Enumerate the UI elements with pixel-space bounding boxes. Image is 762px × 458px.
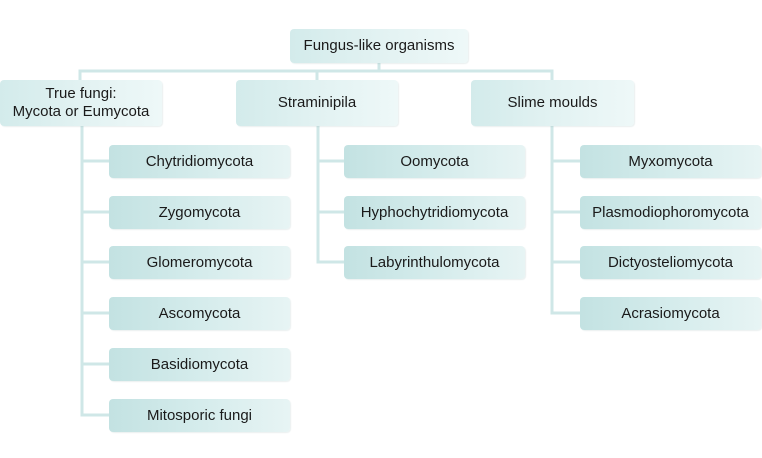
group-node-slime-moulds: Slime moulds bbox=[471, 80, 634, 126]
child-node-ascomycota: Ascomycota bbox=[109, 297, 290, 330]
child-node-labyrinthulomycota: Labyrinthulomycota bbox=[344, 246, 525, 279]
child-node-glomeromycota: Glomeromycota bbox=[109, 246, 290, 279]
child-node-dictyosteliomycota: Dictyosteliomycota bbox=[580, 246, 761, 279]
child-node-mitosporic-fungi: Mitosporic fungi bbox=[109, 399, 290, 432]
child-node-acrasiomycota: Acrasiomycota bbox=[580, 297, 761, 330]
child-node-chytridiomycota: Chytridiomycota bbox=[109, 145, 290, 178]
root-node: Fungus-like organisms bbox=[290, 29, 468, 63]
child-node-zygomycota: Zygomycota bbox=[109, 196, 290, 229]
child-node-basidiomycota: Basidiomycota bbox=[109, 348, 290, 381]
child-node-plasmodiophoromycota: Plasmodiophoromycota bbox=[580, 196, 761, 229]
group-node-straminipila: Straminipila bbox=[236, 80, 398, 126]
group-node-true-fungi: True fungi: Mycota or Eumycota bbox=[0, 80, 162, 126]
child-node-oomycota: Oomycota bbox=[344, 145, 525, 178]
child-node-myxomycota: Myxomycota bbox=[580, 145, 761, 178]
child-node-hyphochytridiomycota: Hyphochytridiomycota bbox=[344, 196, 525, 229]
